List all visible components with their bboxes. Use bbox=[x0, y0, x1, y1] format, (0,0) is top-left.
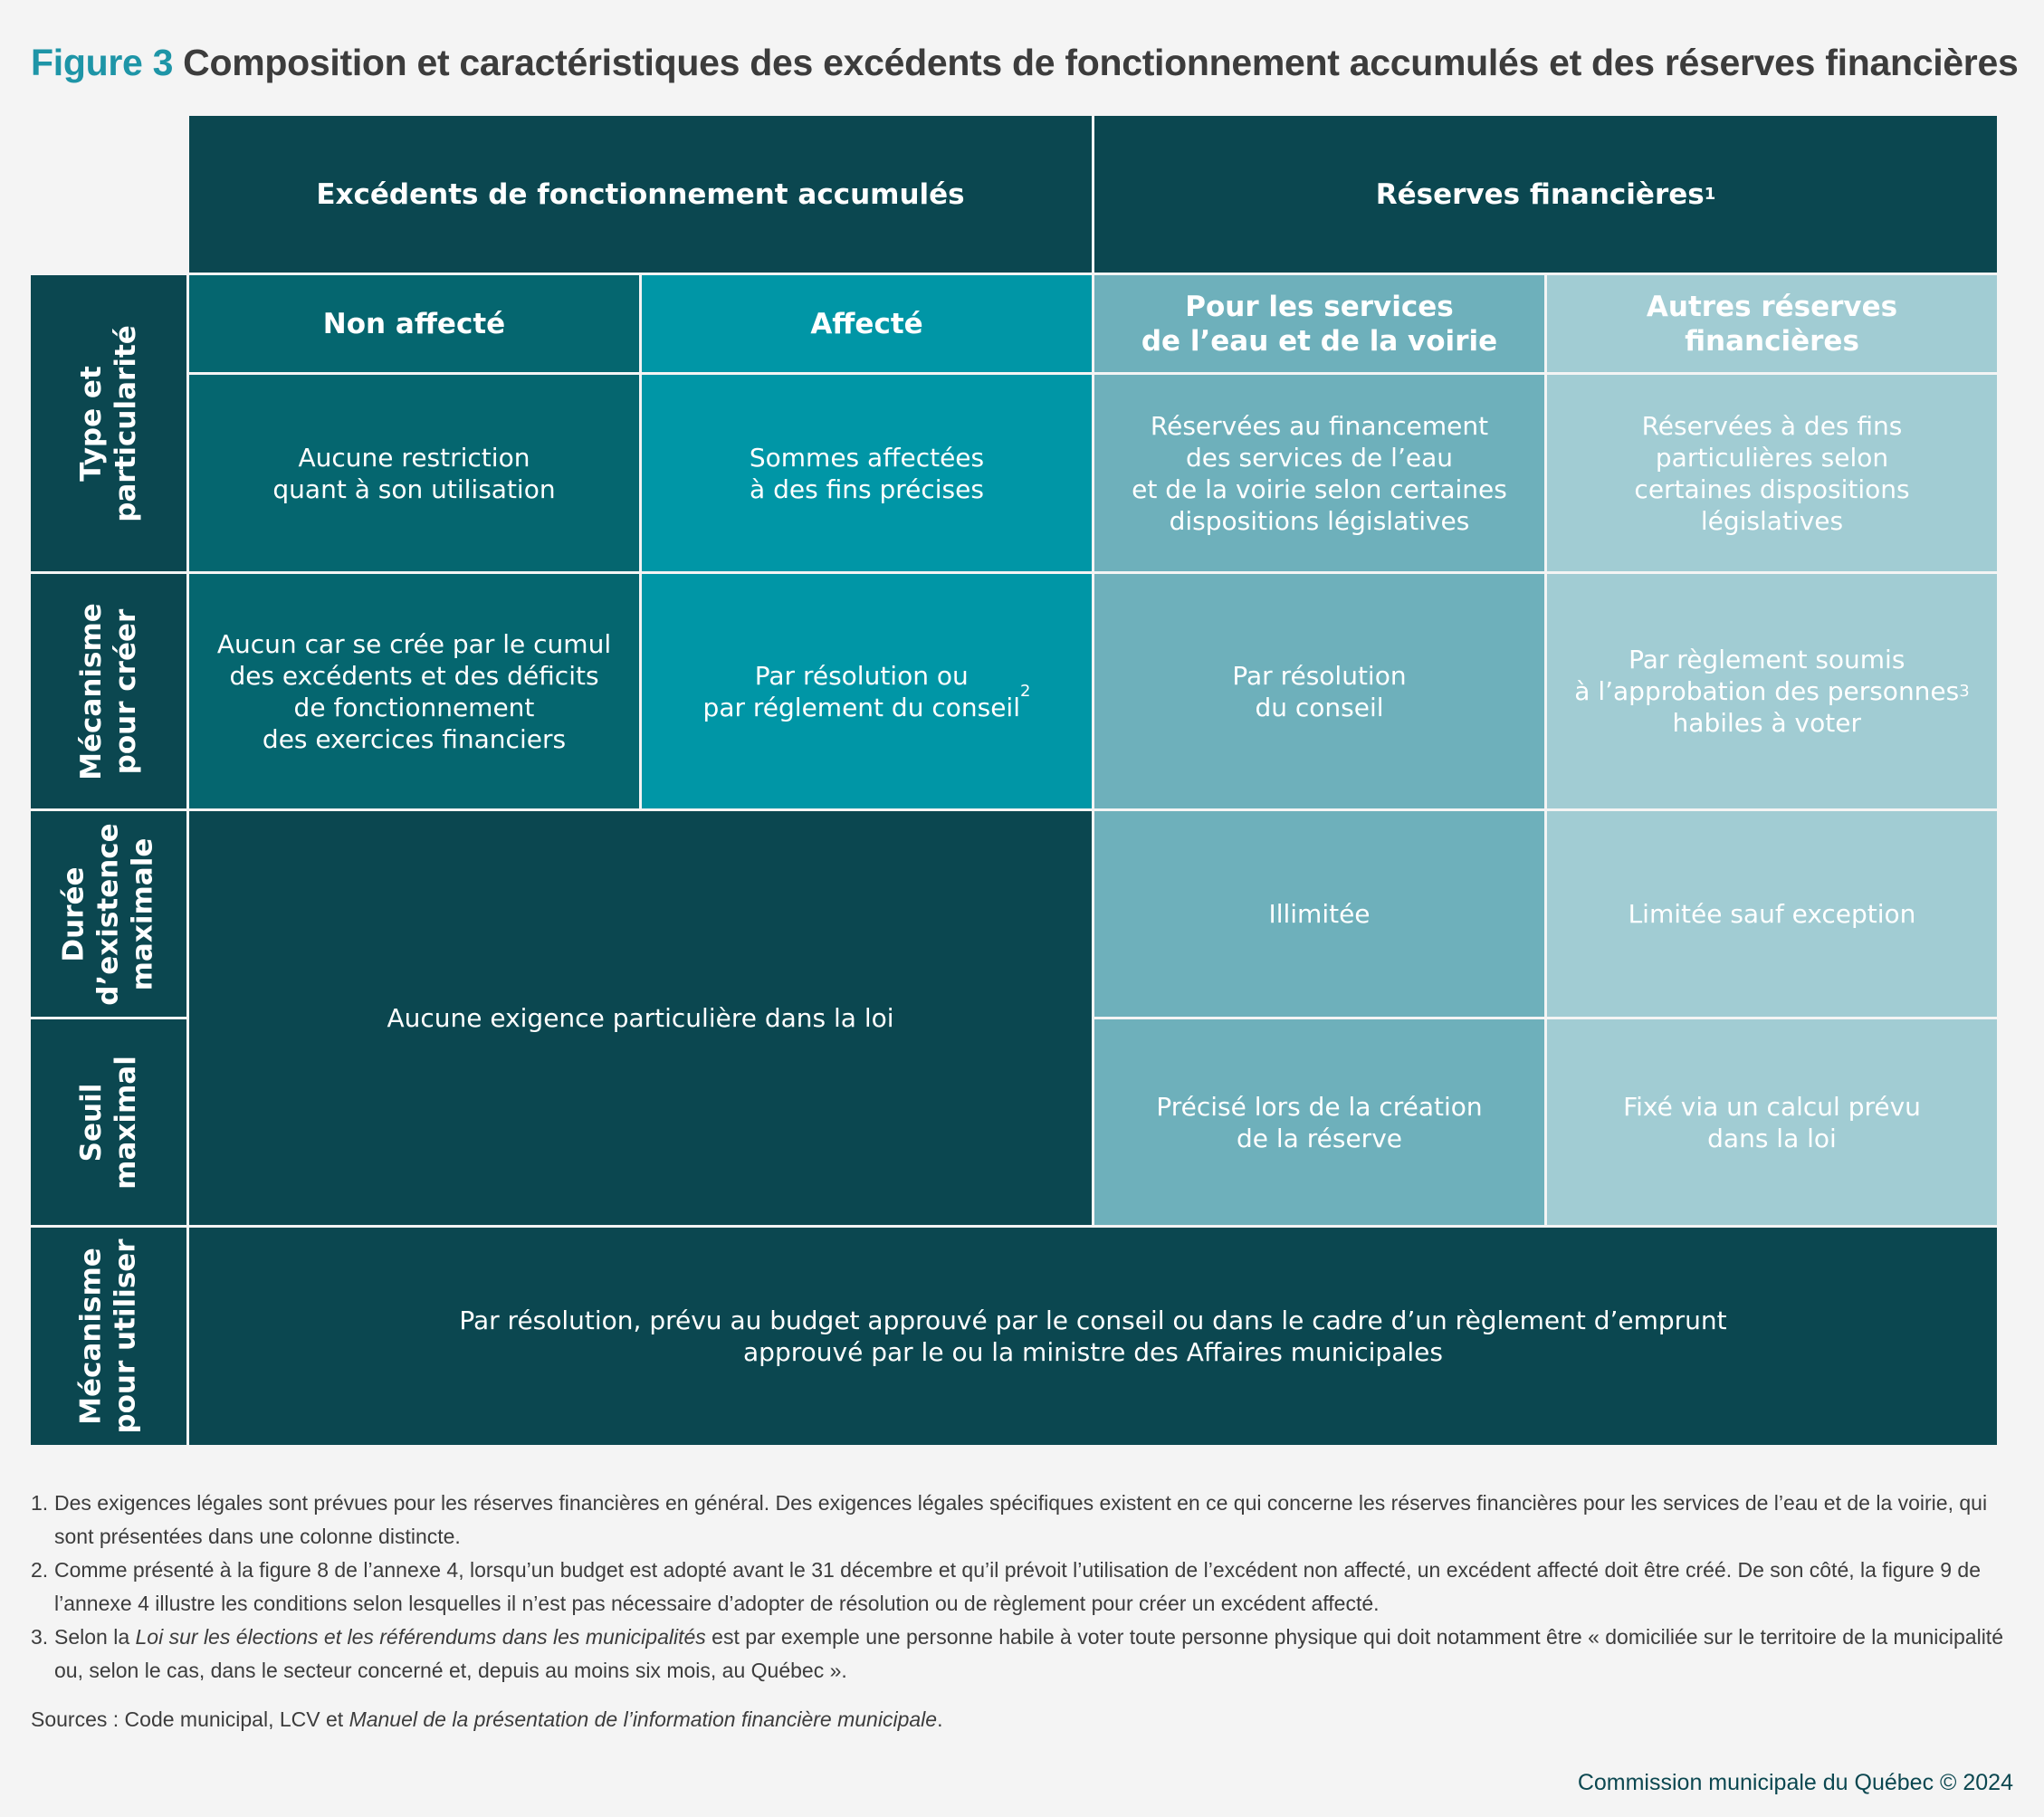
corner-blank bbox=[31, 116, 189, 275]
figure-title-text: Composition et caractéristiques des excé… bbox=[173, 42, 2019, 83]
footnote-2: 2. Comme présenté à la figure 8 de l’ann… bbox=[31, 1554, 2004, 1621]
footnote-text: Selon la Loi sur les élections et les ré… bbox=[54, 1621, 2004, 1688]
cell-creer-affecte: Par résolution ou par réglement du conse… bbox=[642, 574, 1094, 811]
cell-creer-autres: Par règlement soumis à l’approbation des… bbox=[1547, 574, 2000, 811]
header-excedents-label: Excédents de fonctionnement accumulés bbox=[316, 177, 965, 211]
header-excedents: Excédents de fonctionnement accumulés bbox=[189, 116, 1094, 275]
footnote-3-pre: Selon la bbox=[54, 1625, 136, 1649]
cell-excedents-duree-seuil: Aucune exigence particulière dans la loi bbox=[189, 811, 1094, 1228]
cell-type-non-affecte: Aucune restriction quant à son utilisati… bbox=[189, 375, 642, 574]
sources-pre: Sources : Code municipal, LCV et bbox=[31, 1707, 349, 1731]
cell-creer-affecte-text: Par résolution ou par réglement du conse… bbox=[702, 660, 1020, 722]
figure-title: Figure 3 Composition et caractéristiques… bbox=[31, 42, 2019, 84]
subheader-autres-reserves: Autres réserves financières bbox=[1547, 275, 2000, 375]
footnote-number: 2. bbox=[31, 1558, 49, 1582]
figure-number: Figure 3 bbox=[31, 42, 174, 83]
row-label-utiliser-text: Mécanisme pour utiliser bbox=[75, 1238, 143, 1434]
cell-type-eau: Réservées au financement des services de… bbox=[1094, 375, 1547, 574]
row-label-seuil-text: Seuil maximal bbox=[74, 1055, 142, 1190]
row-label-creer-text: Mécanisme pour créer bbox=[75, 602, 142, 780]
sources-manual-title: Manuel de la présentation de l’informati… bbox=[349, 1707, 938, 1731]
cell-creer-eau: Par résolution du conseil bbox=[1094, 574, 1547, 811]
cell-type-autres: Réservées à des fins particulières selon… bbox=[1547, 375, 2000, 574]
row-label-duree: Durée d’existence maximale bbox=[31, 811, 189, 1019]
row-label-seuil: Seuil maximal bbox=[31, 1019, 189, 1228]
sources: Sources : Code municipal, LCV et Manuel … bbox=[31, 1707, 942, 1732]
footnote-3-law-title: Loi sur les élections et les référendums… bbox=[135, 1625, 706, 1649]
footnote-1: 1. Des exigences légales sont prévues po… bbox=[31, 1487, 2004, 1554]
footnote-3: 3. Selon la Loi sur les élections et les… bbox=[31, 1621, 2004, 1688]
cell-creer-autres-text: Par règlement soumis à l’approbation des… bbox=[1574, 645, 1960, 738]
comparison-table: Excédents de fonctionnement accumulés Ré… bbox=[31, 116, 2000, 1449]
cell-creer-non-affecte: Aucun car se crée par le cumul des excéd… bbox=[189, 574, 642, 811]
subheader-affecte: Affecté bbox=[642, 275, 1094, 375]
row-label-duree-text: Durée d’existence maximale bbox=[58, 822, 160, 1006]
row-label-utiliser: Mécanisme pour utiliser bbox=[31, 1228, 189, 1445]
row-label-type-text: Type et particularité bbox=[75, 324, 142, 522]
header-reserves-label: Réserves financières bbox=[1375, 177, 1705, 211]
cell-duree-autres: Limitée sauf exception bbox=[1547, 811, 2000, 1019]
footnote-text: Des exigences légales sont prévues pour … bbox=[54, 1491, 1988, 1548]
cell-duree-eau: Illimitée bbox=[1094, 811, 1547, 1019]
sources-post: . bbox=[937, 1707, 943, 1731]
subheader-non-affecte: Non affecté bbox=[189, 275, 642, 375]
cell-utiliser: Par résolution, prévu au budget approuvé… bbox=[189, 1228, 2000, 1445]
cell-type-affecte: Sommes affectées à des fins précises bbox=[642, 375, 1094, 574]
subheader-eau-voirie: Pour les services de l’eau et de la voir… bbox=[1094, 275, 1547, 375]
row-label-type: Type et particularité bbox=[31, 275, 189, 574]
footnote-number: 1. bbox=[31, 1491, 49, 1515]
footnotes: 1. Des exigences légales sont prévues po… bbox=[31, 1487, 2004, 1688]
row-label-creer: Mécanisme pour créer bbox=[31, 574, 189, 811]
copyright-footer: Commission municipale du Québec © 2024 bbox=[1577, 1770, 2013, 1795]
footnote-text: Comme présenté à la figure 8 de l’annexe… bbox=[54, 1558, 1981, 1615]
footnote-number: 3. bbox=[31, 1625, 49, 1649]
cell-seuil-autres: Fixé via un calcul prévu dans la loi bbox=[1547, 1019, 2000, 1228]
footnote-3-post: est par exemple une personne habile à vo… bbox=[54, 1625, 2003, 1682]
cell-seuil-eau: Précisé lors de la création de la réserv… bbox=[1094, 1019, 1547, 1228]
